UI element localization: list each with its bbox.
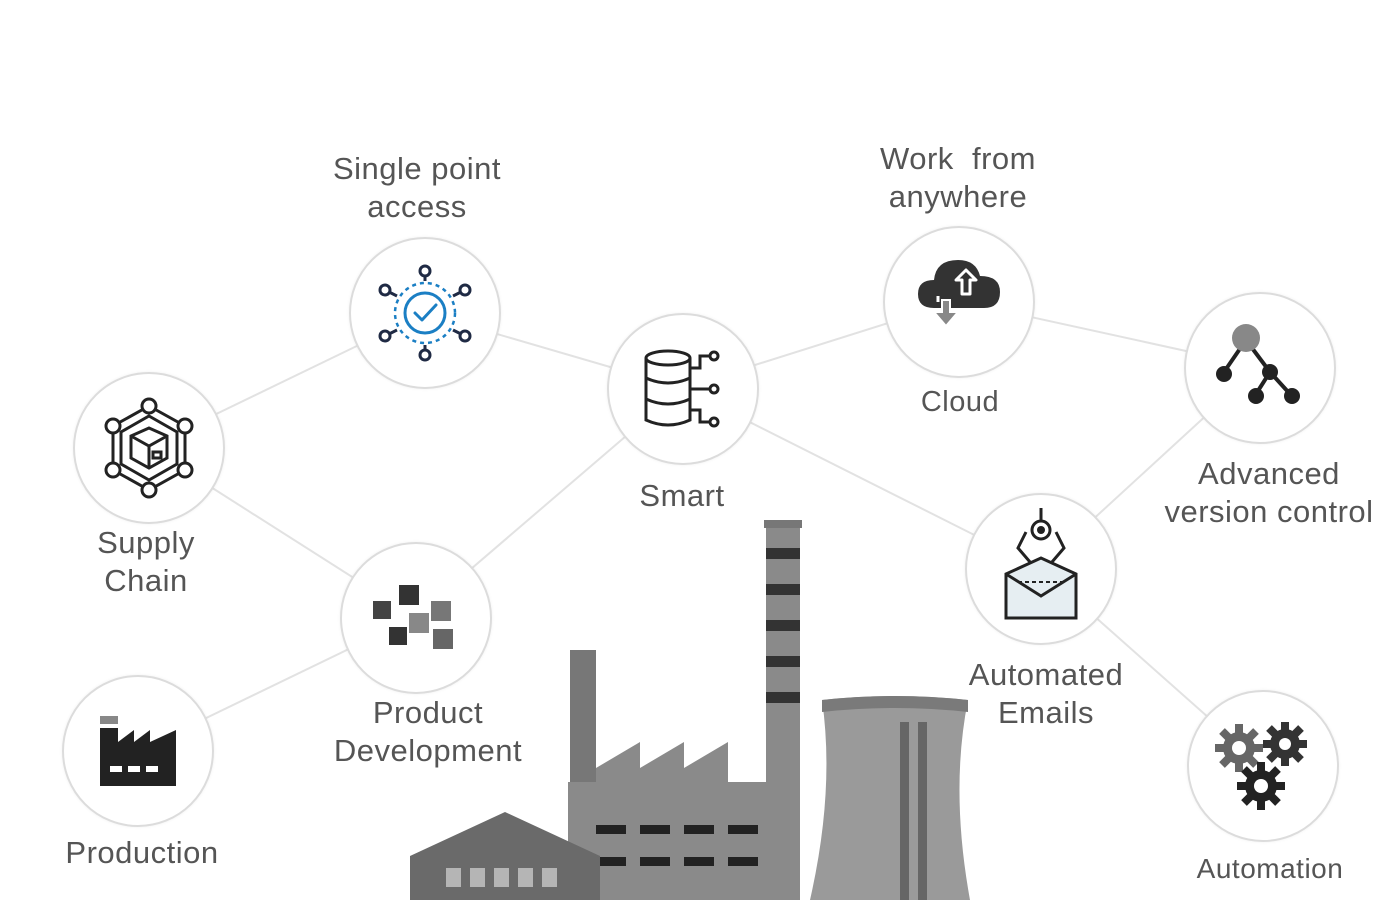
factory-icon — [100, 716, 176, 786]
node-supply-chain — [73, 372, 225, 524]
box-network-icon — [104, 397, 194, 499]
label-smart: Smart — [639, 478, 725, 513]
node-cloud — [883, 226, 1035, 378]
label-product-development: Product Development — [333, 695, 523, 768]
network-check-icon — [378, 264, 472, 362]
branch-icon — [1216, 324, 1300, 404]
node-single-point-access — [349, 237, 501, 389]
blocks-icon — [373, 585, 453, 649]
label-work-from-anywhere: Work from anywhere — [880, 141, 1036, 214]
cloud-icon — [918, 260, 1000, 326]
database-icon — [644, 349, 720, 428]
label-single-point-access: Single point access — [332, 151, 501, 224]
label-production: Production — [65, 835, 219, 870]
node-smart — [607, 313, 759, 465]
label-cloud: Cloud — [920, 386, 1000, 418]
node-advanced-version-control — [1184, 292, 1336, 444]
node-production — [62, 675, 214, 827]
label-advanced-version-control: Advanced version control — [1164, 456, 1374, 529]
node-automation — [1187, 690, 1339, 842]
robot-email-icon — [1004, 508, 1078, 620]
gears-icon — [1215, 722, 1307, 810]
label-supply-chain: Supply Chain — [97, 525, 195, 598]
label-automation: Automation — [1196, 853, 1344, 884]
node-automated-emails — [965, 493, 1117, 645]
node-product-development — [340, 542, 492, 694]
label-automated-emails: Automated Emails — [968, 657, 1124, 730]
